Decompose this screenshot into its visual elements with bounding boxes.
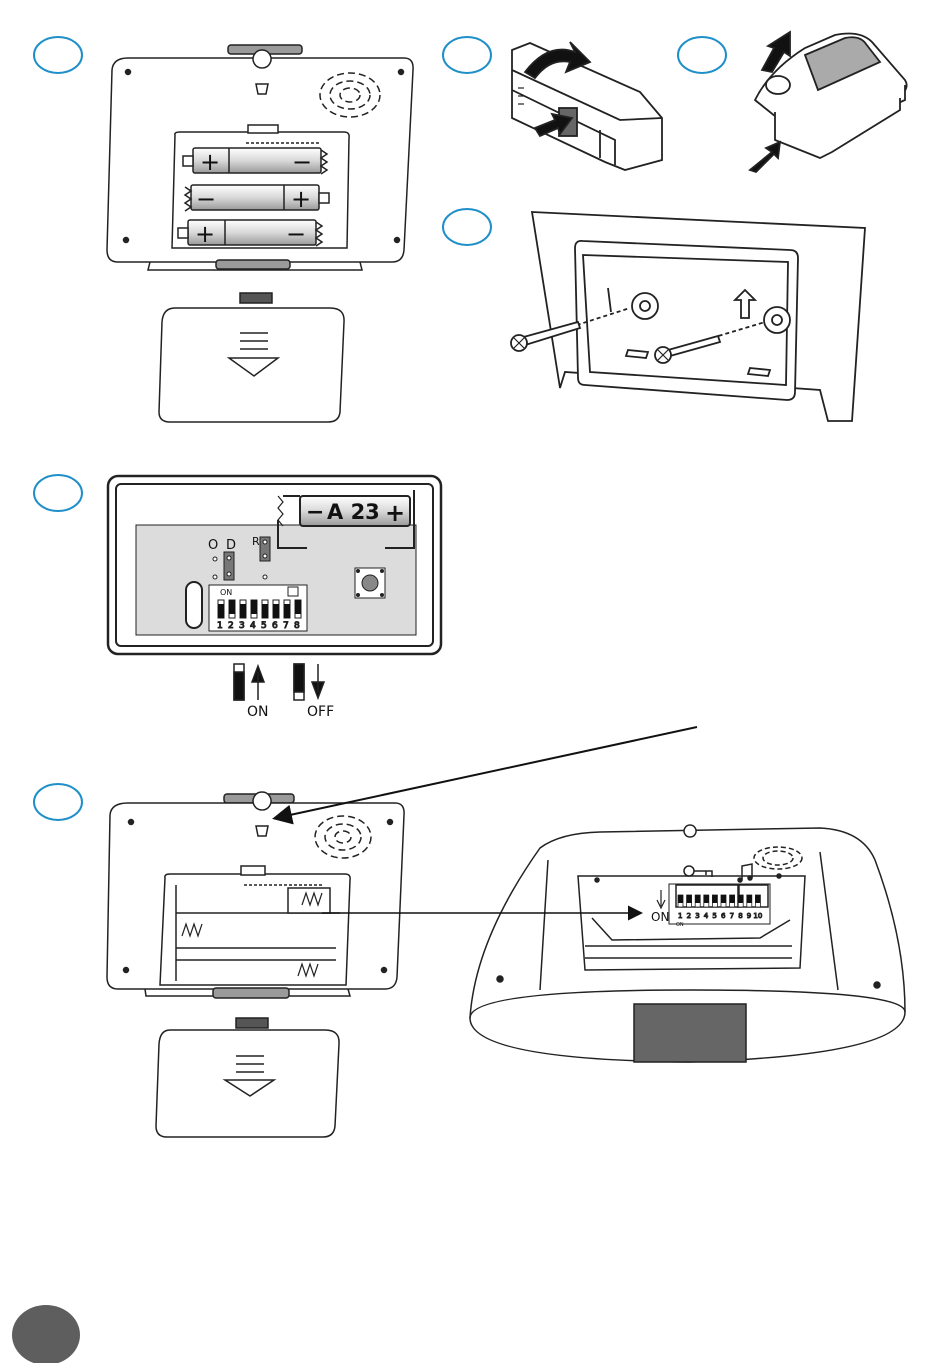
chime-back-batteries: + − − + + − [107,45,413,270]
wall-mount-box [511,212,865,421]
push-button-open-detail [512,42,662,170]
chime-dip-number: 6 [721,912,726,920]
battery-cover [159,293,344,422]
step-badge [443,37,491,73]
chime-dip-number: 4 [704,912,709,920]
dip-switch-4[interactable] [251,600,257,618]
dip-switch-6[interactable] [273,600,279,618]
dip-number: 1 [217,621,223,631]
learn-button[interactable] [355,568,385,598]
dip-legend: ON OFF [234,664,334,720]
chime-dip-switch-10[interactable] [755,895,760,907]
chime-dip-number: 1 [678,912,682,920]
step-badge [34,784,82,820]
battery-cover [156,1018,339,1137]
keyhole-icon [684,825,696,837]
battery-1-plus: + [200,148,220,176]
dip-on-small: ON [676,922,684,928]
chime-dip-switch-8[interactable] [738,895,743,907]
battery-minus-label: − [306,500,324,525]
lock-icon [288,587,298,596]
chime-dip-switch-6[interactable] [721,895,726,907]
chime-dip-number: 7 [730,912,734,920]
dip-switch-7[interactable] [284,600,290,618]
up-arrow-icon [252,666,264,700]
button-cap [766,76,790,94]
chime-on-label: ON [651,910,669,924]
battery-1-minus: − [292,148,312,176]
dip-switch-3[interactable] [240,600,246,618]
chime-back-empty [107,792,404,998]
step-badge [443,209,491,245]
battery-3-plus: + [195,220,215,248]
dip-switch-2[interactable] [229,600,235,618]
chime-dip-switch-9[interactable] [747,895,752,907]
jumper-d-label: D [226,538,236,553]
dip-number: 2 [228,621,234,631]
dip-number: 4 [250,621,256,631]
battery-2-plus: + [291,185,311,213]
chime-dip-number: 3 [695,912,699,920]
chime-door [634,1004,746,1062]
jumper-o-label: O [208,538,218,553]
page-number-badge [12,1305,80,1363]
chime-dip-switch-3[interactable] [695,895,700,907]
chime-dip-switch-5[interactable] [712,895,717,907]
chime-dip-switch-1[interactable] [678,895,683,907]
down-arrow-icon [312,664,324,698]
step-badge [34,37,82,73]
chime-dip-number: 8 [738,912,742,920]
legend-off: OFF [307,704,334,720]
step-badge [34,475,82,511]
chime-dip-switch-7[interactable] [730,895,735,907]
dip-on-label: ON [220,588,232,597]
battery-3-minus: − [286,220,306,248]
step-badge [678,37,726,73]
dip-number: 3 [239,621,245,631]
insert-arrow-icon [750,142,780,172]
dip-number: 8 [294,621,300,631]
legend-on: ON [247,704,269,720]
chime-dip-number: 2 [687,912,691,920]
dip-switch-1[interactable] [218,600,224,618]
chime-dip-switch-2[interactable] [687,895,692,907]
chime-dip-number: 9 [747,912,751,920]
keyhole-callout [276,727,697,818]
dip-switch-5[interactable] [262,600,268,618]
dip-number: 7 [283,621,289,631]
battery-2-minus: − [196,185,216,213]
chime-dip-switch-4[interactable] [704,895,709,907]
battery-plus-label: + [385,499,405,527]
chime-dip-number: 10 [753,912,762,920]
dip-number: 5 [261,621,267,631]
dip-number: 6 [272,621,278,631]
jumper-r-label: R [252,535,260,548]
push-button-unit [750,32,907,172]
a23-battery-label: A 23 [327,500,380,524]
dip-switch-8[interactable] [295,600,301,618]
chime-dip-number: 5 [712,912,716,920]
